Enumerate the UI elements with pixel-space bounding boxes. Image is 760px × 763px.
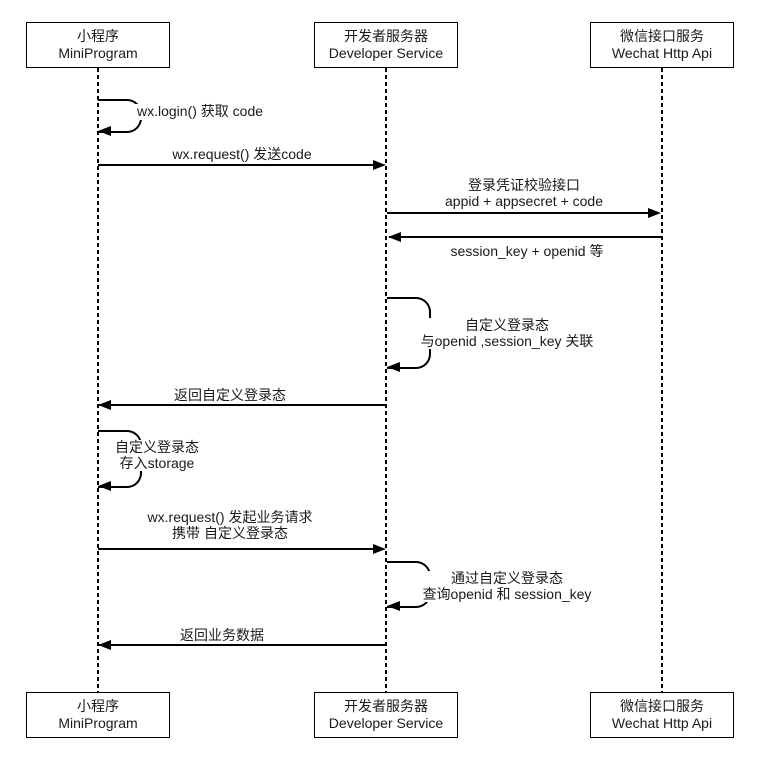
arrowhead-icon [98, 640, 111, 650]
lifeline-miniprogram [97, 68, 99, 692]
actor-label-zh: 小程序 [77, 698, 119, 714]
label-line: 查询openid 和 session_key [422, 585, 592, 602]
arrowhead-icon [98, 481, 111, 491]
message-label-return-data: 返回业务数据 [178, 627, 266, 644]
actor-label-zh: 开发者服务器 [344, 28, 428, 44]
arrowhead-icon [648, 208, 661, 218]
label-line: session_key + openid 等 [450, 243, 604, 259]
actor-label-en: Wechat Http Api [611, 45, 713, 61]
message-label-verify-api: 登录凭证校验接口 appid + appsecret + code [442, 177, 606, 209]
actor-label-en: Developer Service [328, 45, 444, 61]
arrowhead-icon [373, 544, 386, 554]
label-line: 自定义登录态 [115, 439, 199, 455]
actor-label-zh: 微信接口服务 [620, 28, 704, 44]
label-line: 登录凭证校验接口 [467, 177, 580, 193]
label-line: wx.request() 发送code [172, 146, 312, 162]
label-line: 返回业务数据 [180, 627, 264, 643]
lifeline-developer [385, 68, 387, 692]
actor-label-en: Wechat Http Api [611, 715, 713, 731]
message-label-custom-state: 自定义登录态 与openid ,session_key 关联 [418, 317, 596, 349]
label-line: 存入storage [119, 454, 195, 471]
arrowhead-icon [373, 160, 386, 170]
message-label-store-state: 自定义登录态 存入storage [113, 439, 201, 471]
arrowhead-icon [98, 400, 111, 410]
actor-label-en: MiniProgram [58, 45, 138, 61]
label-line: 返回自定义登录态 [174, 387, 286, 403]
message-label-session-return: session_key + openid 等 [448, 243, 606, 260]
lifeline-wechat [661, 68, 663, 692]
actor-miniprogram-top: 小程序 MiniProgram [26, 22, 170, 68]
message-label-wx-login: wx.login() 获取 code [134, 103, 266, 120]
message-label-business-request: wx.request() 发起业务请求 携带 自定义登录态 [145, 509, 315, 541]
arrow-return-state [99, 404, 387, 406]
label-line: 通过自定义登录态 [451, 570, 563, 586]
arrowhead-icon [98, 126, 111, 136]
arrow-verify-api [387, 212, 650, 214]
arrow-session-return [389, 236, 661, 238]
label-line: wx.login() 获取 code [136, 103, 264, 119]
actor-developer-top: 开发者服务器 Developer Service [314, 22, 458, 68]
arrowhead-icon [387, 601, 400, 611]
label-line: wx.request() 发起业务请求 [147, 509, 313, 525]
label-line: appid + appsecret + code [444, 192, 604, 209]
actor-wechat-bottom: 微信接口服务 Wechat Http Api [590, 692, 734, 738]
actor-label-zh: 开发者服务器 [344, 698, 428, 714]
arrow-return-data [99, 644, 387, 646]
actor-wechat-top: 微信接口服务 Wechat Http Api [590, 22, 734, 68]
label-line: 携带 自定义登录态 [172, 524, 288, 541]
actor-miniprogram-bottom: 小程序 MiniProgram [26, 692, 170, 738]
actor-label-zh: 小程序 [77, 28, 119, 44]
label-line: 自定义登录态 [464, 317, 549, 333]
arrow-send-code [98, 164, 380, 166]
actor-developer-bottom: 开发者服务器 Developer Service [314, 692, 458, 738]
actor-label-zh: 微信接口服务 [620, 698, 704, 714]
message-label-return-state: 返回自定义登录态 [172, 387, 288, 404]
message-label-send-code: wx.request() 发送code [170, 146, 314, 163]
actor-label-en: Developer Service [328, 715, 444, 731]
arrowhead-icon [388, 232, 401, 242]
actor-label-en: MiniProgram [58, 715, 138, 731]
label-line: 与openid ,session_key 关联 [420, 332, 594, 349]
message-label-query-state: 通过自定义登录态 查询openid 和 session_key [420, 570, 594, 602]
arrowhead-icon [387, 362, 400, 372]
arrow-business-request [98, 548, 380, 550]
